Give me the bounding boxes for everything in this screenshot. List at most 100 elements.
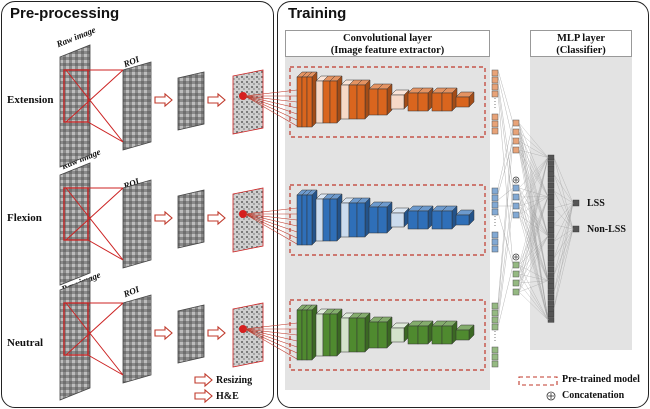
mlp-connection: [518, 157, 549, 189]
conv-block-extension: [322, 80, 331, 124]
mlp-neuron: [547, 171, 555, 178]
mlp-connection: [518, 131, 549, 197]
feature-cell-neutral: [491, 346, 499, 354]
fan-line-neutral: [244, 328, 298, 342]
pretrained-legend-icon: [518, 376, 558, 386]
mlp-connection: [518, 149, 549, 197]
mlp-connection: [518, 157, 549, 284]
mlp-neuron: [547, 205, 555, 211]
mlp-neuron: [547, 300, 555, 306]
feature-cell-flexion: [491, 245, 499, 253]
mlp-connection: [518, 282, 549, 320]
concat-connection: [497, 205, 514, 322]
mlp-layer-header: MLP layer (Classifier): [530, 30, 632, 57]
concat-connection: [497, 87, 514, 207]
conv-block-flexion: [431, 210, 443, 230]
output-neuron: [572, 199, 580, 207]
fan-line-neutral: [244, 328, 298, 348]
mlp-neuron: [547, 188, 555, 194]
concat-cell: [512, 146, 520, 154]
concat-cell: [512, 270, 520, 278]
raw-image-neutral: [59, 277, 91, 401]
concat-connection: [497, 69, 514, 124]
conv-header-line1: Convolutional layer: [343, 33, 432, 44]
roi-image-extension: [122, 61, 152, 151]
mlp-neuron: [547, 255, 555, 262]
conv-block-flexion: [329, 198, 338, 242]
concat-connection: [497, 187, 514, 201]
fan-line-neutral: [244, 328, 298, 360]
resize-arrow-neutral: [154, 325, 173, 341]
concat-cell: [512, 193, 520, 201]
he-hotspot-flexion: [239, 210, 247, 218]
feature-cell-neutral: [491, 316, 499, 324]
roi-box-flexion: [63, 187, 89, 241]
he-arrow-flexion: [207, 210, 226, 226]
conv-block-flexion: [340, 202, 350, 238]
mlp-neuron: [547, 154, 555, 161]
output-connection: [553, 202, 574, 309]
mlp-connection: [518, 122, 549, 236]
conv-block-neutral: [356, 317, 366, 353]
mlp-neuron: [547, 278, 555, 284]
roi-box-extension: [63, 69, 89, 123]
mlp-neuron: [547, 182, 555, 189]
mlp-neuron: [547, 199, 555, 206]
he-hotspot-extension: [239, 92, 247, 100]
conv-block-flexion: [441, 210, 453, 230]
roi-line-bottom-flexion: [87, 239, 124, 261]
output-connection: [553, 202, 574, 209]
fan-line-extension: [244, 95, 298, 127]
feature-cell-extension: [491, 90, 499, 98]
feature-cell-flexion: [491, 238, 499, 246]
concat-cell: [512, 288, 520, 296]
he-arrow-icon: [194, 388, 213, 404]
training-panel: [277, 1, 649, 408]
mlp-connection: [518, 122, 549, 197]
legend-resizing-label: Resizing: [216, 375, 253, 386]
mlp-neuron: [547, 306, 555, 312]
raw-image-flexion: [59, 162, 91, 286]
roi-image-flexion: [122, 179, 152, 269]
conv-block-neutral: [340, 317, 350, 353]
fan-line-flexion: [244, 213, 298, 227]
conv-block-extension: [441, 92, 453, 112]
output-connection: [553, 190, 574, 204]
conv-block-extension: [306, 76, 313, 128]
conv-block-neutral: [306, 309, 313, 361]
mlp-connection: [518, 205, 549, 281]
mlp-connection: [518, 140, 549, 320]
conv-block-neutral: [296, 309, 303, 361]
fan-line-extension: [244, 95, 298, 103]
conv-block-flexion: [301, 194, 308, 246]
concat-connection: [497, 187, 514, 316]
mlp-neuron: [547, 233, 555, 239]
conv-block-extension: [356, 84, 366, 120]
feature-cell-flexion: [491, 231, 499, 239]
concat-connection: [497, 140, 514, 310]
mlp-neuron: [547, 165, 555, 172]
conv-block-neutral: [329, 313, 338, 357]
conv-block-neutral: [315, 313, 324, 357]
fan-line-flexion: [244, 207, 298, 215]
mlp-connection: [518, 235, 549, 284]
feature-cell-flexion: [491, 187, 499, 195]
conv-block-neutral: [348, 317, 358, 353]
mlp-neuron: [547, 238, 555, 245]
roi-line-cross2-flexion: [65, 187, 124, 261]
roi-line-bottom-extension: [87, 121, 124, 143]
roi-line-cross2-extension: [65, 69, 124, 143]
mlp-connection: [518, 291, 549, 321]
fan-line-neutral: [244, 328, 298, 354]
output-connection: [553, 228, 574, 242]
conv-block-extension: [390, 94, 405, 110]
mlp-connection: [518, 264, 549, 320]
conv-block-extension: [377, 88, 388, 116]
roi-line-cross-neutral: [65, 302, 124, 356]
mlp-neuron: [547, 261, 555, 267]
feature-cell-extension: [491, 120, 499, 128]
conv-block-extension: [407, 92, 419, 112]
concat-connection: [497, 264, 514, 328]
conv-block-flexion: [306, 194, 313, 246]
output-connection: [553, 228, 574, 259]
